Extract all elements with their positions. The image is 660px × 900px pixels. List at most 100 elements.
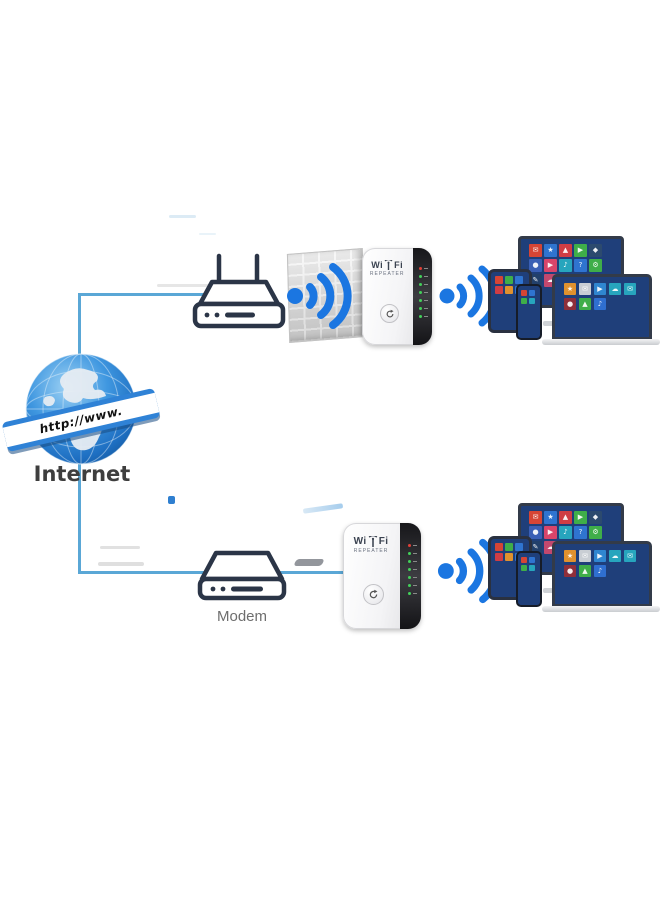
app-tile: ☁ [609,550,621,562]
app-tile [529,557,535,563]
repeater-sublabel: REPEATER [369,270,405,277]
app-tile [495,286,503,294]
app-tile: ▶ [544,526,557,539]
app-tile: ★ [544,244,557,257]
brand-fi: Fi [394,259,404,270]
led-indicator [408,552,417,556]
app-tile: ◆ [589,244,602,257]
app-tile: ◆ [589,511,602,524]
app-tile [505,553,513,561]
laptop-base [542,606,660,612]
wifi-through-wall-icon [287,263,352,329]
app-tile [495,276,503,284]
led-indicator [408,576,417,580]
wifi-repeater-device: Wi Fi REPEATER [343,523,421,629]
app-tile: ★ [564,550,576,562]
app-tile [495,553,503,561]
app-tile: ▶ [594,283,606,295]
app-tile: ✉ [529,511,542,524]
led-indicator [408,592,417,596]
monitor-tiles: ✉★▲▶◆●▶♪?⚙✎☁ [521,506,621,559]
app-tile: ▶ [574,511,587,524]
app-tile: ? [574,259,587,272]
smartphone-device [516,284,542,340]
antenna-icon [384,259,393,270]
smartphone-device [516,551,542,607]
app-tile [515,276,523,284]
led-indicator [408,584,417,588]
brand-wi: Wi [371,259,384,270]
led-indicator [419,307,428,311]
app-tile [521,557,527,563]
app-tile: ✉ [529,244,542,257]
app-tile: ⚙ [589,526,602,539]
app-tile: ▶ [574,244,587,257]
repeater-brand: Wi Fi [362,259,412,270]
app-tile: ✉ [579,550,591,562]
laptop-tiles: ★✉▶☁✉●▲♪ [555,544,649,583]
app-tile: ● [529,526,542,539]
client-devices-group: ✉★▲▶◆●▶♪?⚙✎☁ ★✉▶☁✉●▲♪ [488,236,660,354]
modem-label: Modem [216,608,268,625]
repeater-led-panel [413,248,432,345]
app-tile [529,298,535,304]
antenna-icon [368,535,378,547]
phone-tiles [518,553,540,575]
app-tile [505,543,513,551]
app-tile: ● [564,298,576,310]
internet-globe: http://www. [1,350,161,472]
artifact-blue-square [168,496,175,504]
app-tile: ♪ [559,259,572,272]
led-indicator [419,291,428,295]
modem-icon [197,550,287,601]
router-icon [192,253,286,329]
app-tile [495,543,503,551]
wps-button [363,584,385,606]
artifact-smudge [199,233,216,235]
app-tile: ☁ [609,283,621,295]
repeater-sublabel: REPEATER [353,547,389,554]
laptop-device: ★✉▶☁✉●▲♪ [552,541,652,607]
app-tile: ⚙ [589,259,602,272]
led-indicator [408,560,417,564]
app-tile: ♪ [594,298,606,310]
app-tile: ● [529,259,542,272]
app-tile: ✎ [529,274,542,287]
app-tile [521,290,527,296]
artifact-smudge [169,215,196,218]
connector-internet-to-router [78,293,205,296]
app-tile [515,543,523,551]
repeater-led-panel [399,523,421,629]
app-tile [529,565,535,571]
laptop-tiles: ★✉▶☁✉●▲♪ [555,277,649,316]
app-tile: ▶ [594,550,606,562]
artifact-swoosh [302,503,344,514]
brand-wi: Wi [353,535,367,547]
internet-label: Internet [33,462,131,486]
laptop-base [542,339,660,345]
app-tile: ★ [564,283,576,295]
app-tile [521,565,527,571]
app-tile [529,290,535,296]
app-tile [505,276,513,284]
wps-refresh-icon [386,309,394,318]
app-tile: ♪ [594,565,606,577]
led-indicator [419,275,428,279]
app-tile [521,298,527,304]
app-tile: ✉ [579,283,591,295]
led-column [408,544,417,596]
app-tile: ✉ [624,550,636,562]
app-tile: ▲ [559,244,572,257]
artifact-scribble [293,559,325,566]
led-indicator [419,299,428,303]
app-tile: ▲ [579,298,591,310]
led-column [419,267,428,319]
app-tile: ● [564,565,576,577]
laptop-device: ★✉▶☁✉●▲♪ [552,274,652,340]
artifact-smudge [157,284,212,287]
app-tile: ▲ [559,511,572,524]
app-tile: ★ [544,511,557,524]
app-tile: ▶ [544,259,557,272]
app-tile: ♪ [559,526,572,539]
